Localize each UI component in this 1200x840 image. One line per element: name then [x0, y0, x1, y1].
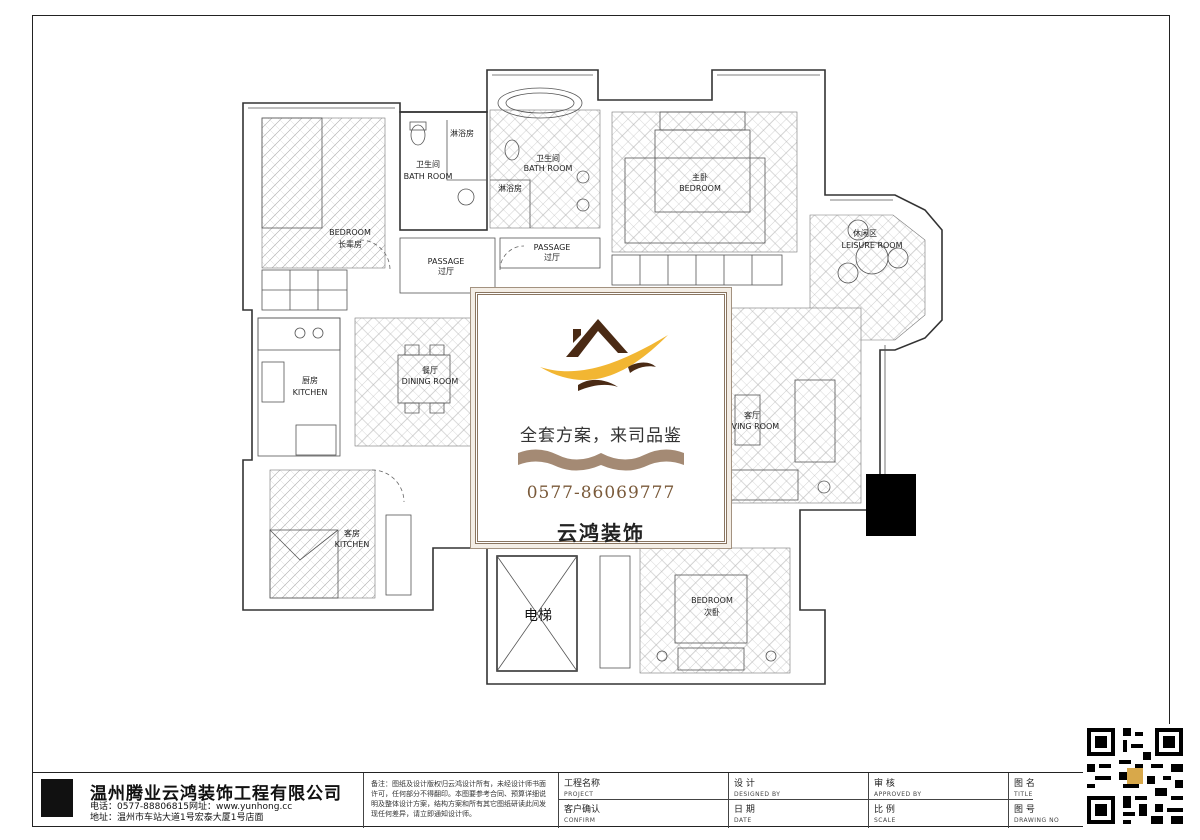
structural-column — [866, 474, 916, 536]
company-name: 温州腾业云鸿装饰工程有限公司 — [90, 784, 342, 804]
label-elevator: 电梯 — [524, 608, 552, 624]
company-contact: 电话：0577-88806815网址：www.yunhong.cc 地址：温州市… — [90, 802, 292, 824]
label-bath2-cn: 卫生间 — [536, 153, 560, 163]
confirm-label-en: CONFIRM — [564, 817, 596, 824]
label-bath1-cn: 卫生间 — [416, 159, 440, 169]
label-shower2: 淋浴房 — [498, 183, 522, 193]
label-bedroom-left-en: BEDROOM — [329, 228, 371, 237]
label-guest-en: KITCHEN — [335, 540, 370, 549]
label-guest-cn: 客房 — [344, 528, 360, 538]
address-line: 地址：温州市车站大道1号宏泰大厦1号店面 — [90, 813, 264, 823]
label-passage1-cn: 过厅 — [438, 266, 454, 276]
living-floor — [727, 307, 862, 504]
outer-wall — [242, 69, 943, 685]
dining-floor — [354, 317, 474, 447]
label-bath1-en: BATH ROOM — [404, 172, 453, 181]
title-block: 温州腾业云鸿装饰工程有限公司 电话：0577-88806815网址：www.yu… — [33, 772, 1169, 828]
label-passage1-en: PASSAGE — [428, 257, 465, 266]
label-master-cn: 主卧 — [692, 172, 708, 182]
label-leisure-en: LEISURE ROOM — [841, 241, 902, 250]
drawing-sheet-border — [32, 15, 1170, 827]
card-slogan: 全套方案，来司品鉴 — [520, 426, 682, 446]
qr-code-icon — [1083, 724, 1187, 828]
label-passage2-en: PASSAGE — [534, 243, 571, 252]
title-label-en: TITLE — [1014, 791, 1033, 798]
card-phone: 0577-86069777 — [526, 483, 676, 503]
confirm-label: 客户确认 — [564, 805, 601, 815]
drawing-no-label: 图 号 — [1014, 805, 1035, 815]
label-bedroom2-cn: 次卧 — [704, 607, 720, 617]
drawing-no-label-en: DRAWING NO — [1014, 817, 1060, 824]
label-master-en: BEDROOM — [679, 184, 721, 193]
master-floor — [611, 111, 798, 253]
date-label: 日 期 — [734, 805, 755, 815]
project-label-en: PROJECT — [564, 791, 594, 798]
date-label-en: DATE — [734, 817, 752, 824]
bath2-floor — [489, 109, 601, 229]
label-living-cn: 客厅 — [744, 410, 760, 420]
guest-floor — [269, 469, 376, 599]
bedroom-left-floor — [261, 117, 386, 269]
company-logo-icon — [518, 319, 684, 471]
company-logo-card: 全套方案，来司品鉴 0577-86069777 云鸿装饰 — [475, 292, 727, 545]
scale-label: 比 例 — [874, 805, 895, 815]
label-passage2-cn: 过厅 — [544, 252, 560, 262]
label-bedroom-left-cn: 长辈房 — [338, 239, 362, 249]
disclaimer-notes: 备注：图纸及设计版权归云鸿设计所有，未经设计师书面许可，任何部分不得翻印。本图要… — [371, 780, 546, 818]
elevator-box — [496, 555, 578, 672]
scale-label-en: SCALE — [874, 817, 896, 824]
company-mark-icon — [41, 779, 73, 817]
approve-label-en: APPROVED BY — [874, 791, 922, 798]
approve-label: 审 核 — [874, 779, 895, 789]
label-shower1: 淋浴房 — [450, 128, 474, 138]
card-brand: 云鸿装饰 — [557, 521, 645, 545]
title-label: 图 名 — [1014, 779, 1035, 789]
label-kitchen-cn: 厨房 — [302, 375, 318, 385]
label-leisure-cn: 休闲区 — [853, 228, 877, 238]
label-dining-en: DINING ROOM — [402, 377, 459, 386]
label-bedroom2-en: BEDROOM — [691, 596, 733, 605]
design-label: 设 计 — [734, 779, 755, 789]
label-kitchen-en: KITCHEN — [293, 388, 328, 397]
label-dining-cn: 餐厅 — [422, 366, 438, 375]
label-living-en: LIVING ROOM — [725, 422, 780, 431]
label-bath2-en: BATH ROOM — [524, 164, 573, 173]
phone-line: 电话：0577-88806815网址：www.yunhong.cc — [90, 802, 293, 812]
project-label: 工程名称 — [564, 779, 601, 789]
design-label-en: DESIGNED BY — [734, 791, 781, 798]
